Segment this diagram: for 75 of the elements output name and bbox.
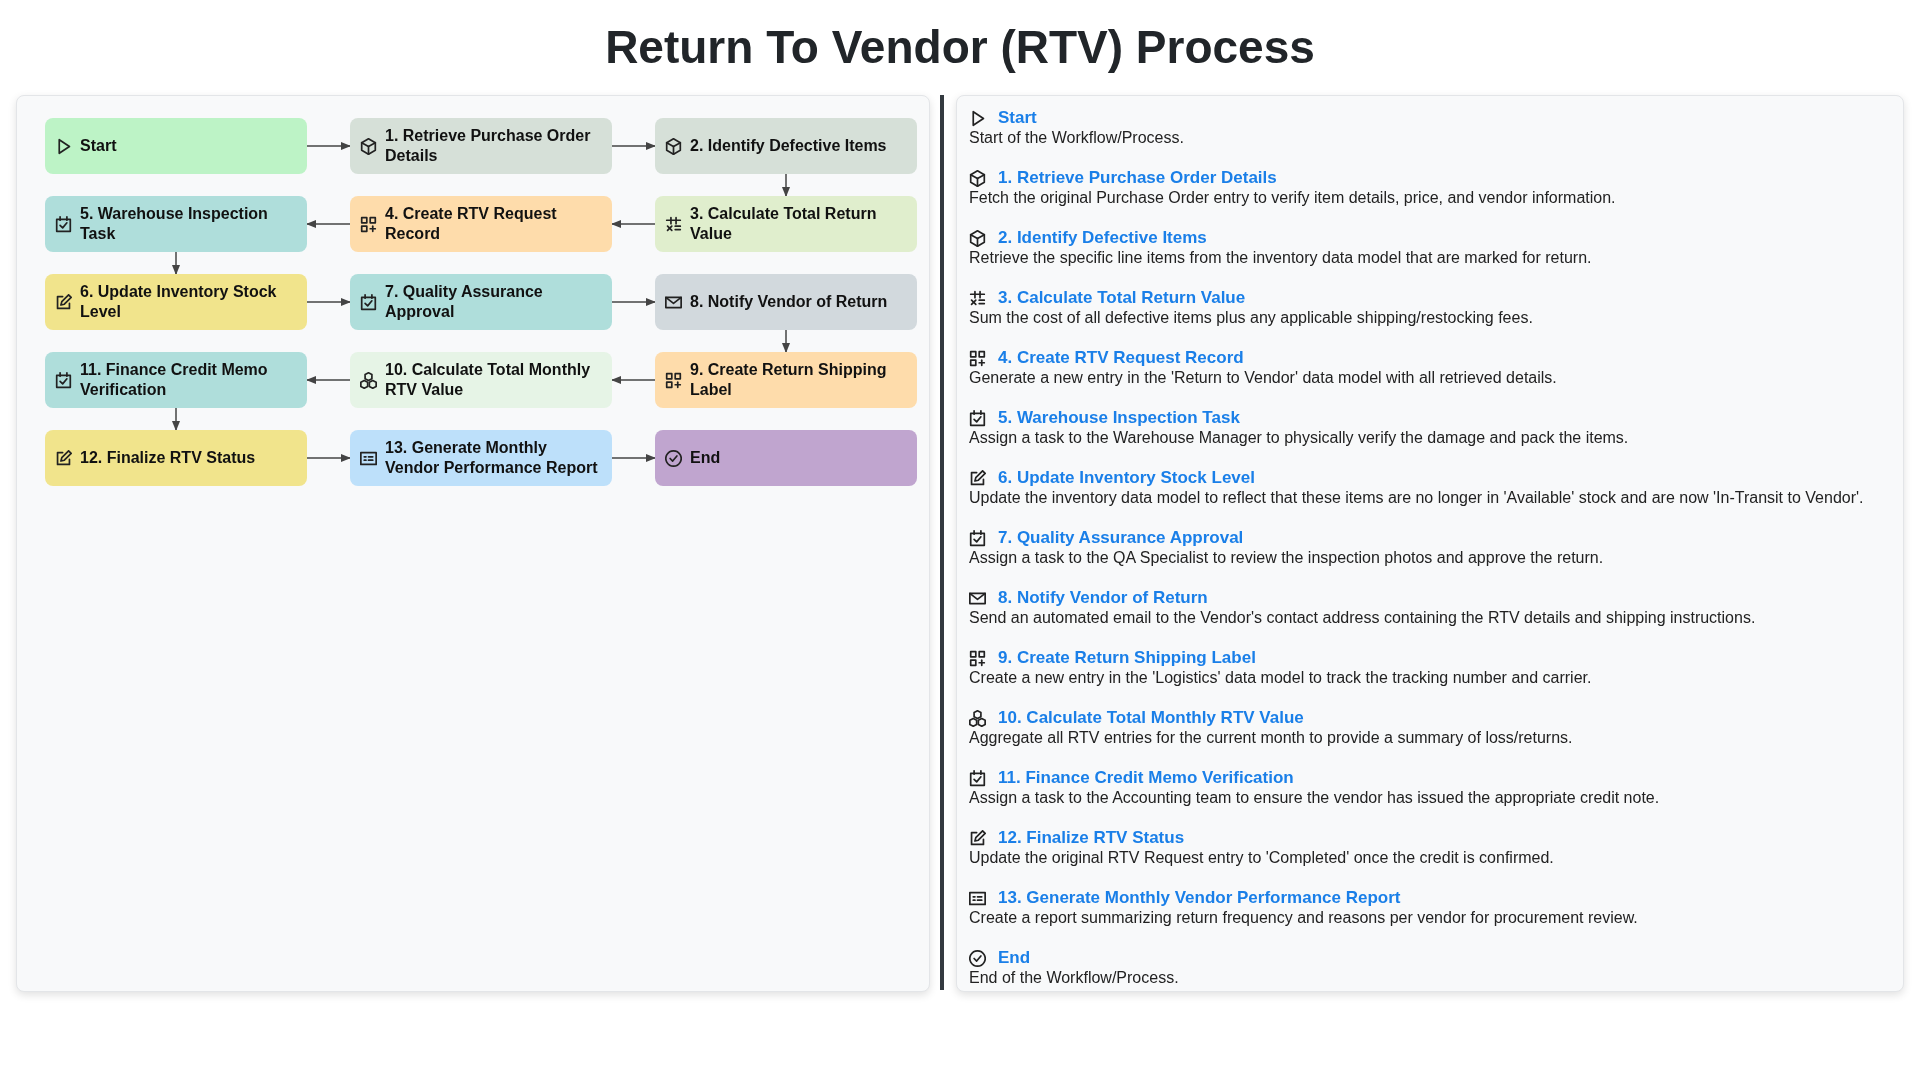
step-description: Assign a task to the Accounting team to ensure the vendor has issued the appropriate credit note. xyxy=(969,788,1661,808)
node-label: 9. Create Return Shipping Label xyxy=(690,360,888,400)
step-title: End xyxy=(998,948,1031,968)
step-description: Send an automated email to the Vendor's contact address containing the RTV details and shipping instructions. xyxy=(969,608,1757,628)
step-description: Sum the cost of all defective items plus any applicable shipping/restocking fees. xyxy=(969,308,1534,328)
arrow xyxy=(781,329,791,354)
arrow xyxy=(305,219,351,229)
step-title: 10. Calculate Total Monthly RTV Value xyxy=(998,708,1304,728)
arrow xyxy=(171,251,181,276)
process-box xyxy=(655,430,917,486)
node-label: 2. Identify Defective Items xyxy=(690,136,887,156)
node-label: 3. Calculate Total Return Value xyxy=(690,204,878,244)
node-label: 13. Generate Monthly Vendor Performance Report xyxy=(385,438,599,478)
arrow xyxy=(306,453,352,463)
node-label: 7. Quality Assurance Approval xyxy=(385,282,544,322)
step-title: 7. Quality Assurance Approval xyxy=(998,528,1244,548)
arrow xyxy=(611,141,657,151)
process-box xyxy=(45,352,307,408)
step-description: Start of the Workflow/Process. xyxy=(969,128,1185,148)
step-description: Generate a new entry in the 'Return to Vendor' data model with all retrieved details. xyxy=(969,368,1558,388)
node-label: End xyxy=(690,448,721,468)
step-description: Retrieve the specific line items from the inventory data model that are marked for return. xyxy=(969,248,1593,268)
node-label: 10. Calculate Total Monthly RTV Value xyxy=(385,360,592,400)
process-box xyxy=(350,196,612,252)
step-description: Assign a task to the QA Specialist to review the inspection photos and approve the return. xyxy=(969,548,1605,568)
step-title: 5. Warehouse Inspection Task xyxy=(998,408,1240,428)
step-title: 3. Calculate Total Return Value xyxy=(998,288,1246,308)
process-box xyxy=(45,430,307,486)
node-label: Start xyxy=(80,136,117,156)
process-box xyxy=(350,118,612,174)
step-title: Start xyxy=(998,108,1037,128)
arrow xyxy=(171,407,181,432)
process-box xyxy=(655,118,917,174)
step-title: 1. Retrieve Purchase Order Details xyxy=(998,168,1277,188)
arrow xyxy=(306,141,352,151)
step-description: End of the Workflow/Process. xyxy=(969,968,1180,988)
process-box xyxy=(655,274,917,330)
step-description: Fetch the original Purchase Order entry to verify item details, price, and vendor information. xyxy=(969,188,1617,208)
step-title: 12. Finalize RTV Status xyxy=(998,828,1185,848)
step-description: Create a new entry in the 'Logistics' data model to track the tracking number and carrier. xyxy=(969,668,1593,688)
process-box xyxy=(655,196,917,252)
step-title: 11. Finance Credit Memo Verification xyxy=(998,768,1294,788)
step-description: Update the inventory data model to reflect that these items are no longer in 'Available' stock and are now 'In-Transit to Vendor'. xyxy=(969,488,1865,508)
node-label: 12. Finalize RTV Status xyxy=(80,448,256,468)
arrow xyxy=(306,297,352,307)
node-label: 11. Finance Credit Memo Verification xyxy=(80,360,269,400)
step-title: 6. Update Inventory Stock Level xyxy=(998,468,1255,488)
step-description: Update the original RTV Request entry to 'Completed' once the credit is confirmed. xyxy=(969,848,1555,868)
arrow xyxy=(610,375,656,385)
process-box xyxy=(45,274,307,330)
process-box xyxy=(350,274,612,330)
node-label: 1. Retrieve Purchase Order Details xyxy=(385,126,592,166)
step-description: Assign a task to the Warehouse Manager to physically verify the damage and pack the items. xyxy=(969,428,1630,448)
step-title: 2. Identify Defective Items xyxy=(998,228,1207,248)
process-box xyxy=(655,352,917,408)
process-box xyxy=(45,118,307,174)
process-box xyxy=(45,196,307,252)
arrow xyxy=(781,173,791,198)
node-label: 4. Create RTV Request Record xyxy=(385,204,558,244)
step-description: Aggregate all RTV entries for the current month to provide a summary of loss/returns. xyxy=(969,728,1574,748)
step-title: 4. Create RTV Request Record xyxy=(998,348,1244,368)
step-description: Create a report summarizing return frequency and reasons per vendor for procurement review. xyxy=(969,908,1639,928)
node-label: 6. Update Inventory Stock Level xyxy=(80,282,278,322)
node-label: 8. Notify Vendor of Return xyxy=(690,292,888,312)
step-title: 9. Create Return Shipping Label xyxy=(998,648,1256,668)
arrow xyxy=(611,453,657,463)
process-box xyxy=(350,430,612,486)
arrow xyxy=(610,219,656,229)
arrow xyxy=(611,297,657,307)
step-title: 13. Generate Monthly Vendor Performance Report xyxy=(998,888,1401,908)
process-box xyxy=(350,352,612,408)
arrow xyxy=(305,375,351,385)
node-label: 5. Warehouse Inspection Task xyxy=(80,204,269,244)
page-title: Return To Vendor (RTV) Process xyxy=(604,20,1316,74)
step-title: 8. Notify Vendor of Return xyxy=(998,588,1208,608)
